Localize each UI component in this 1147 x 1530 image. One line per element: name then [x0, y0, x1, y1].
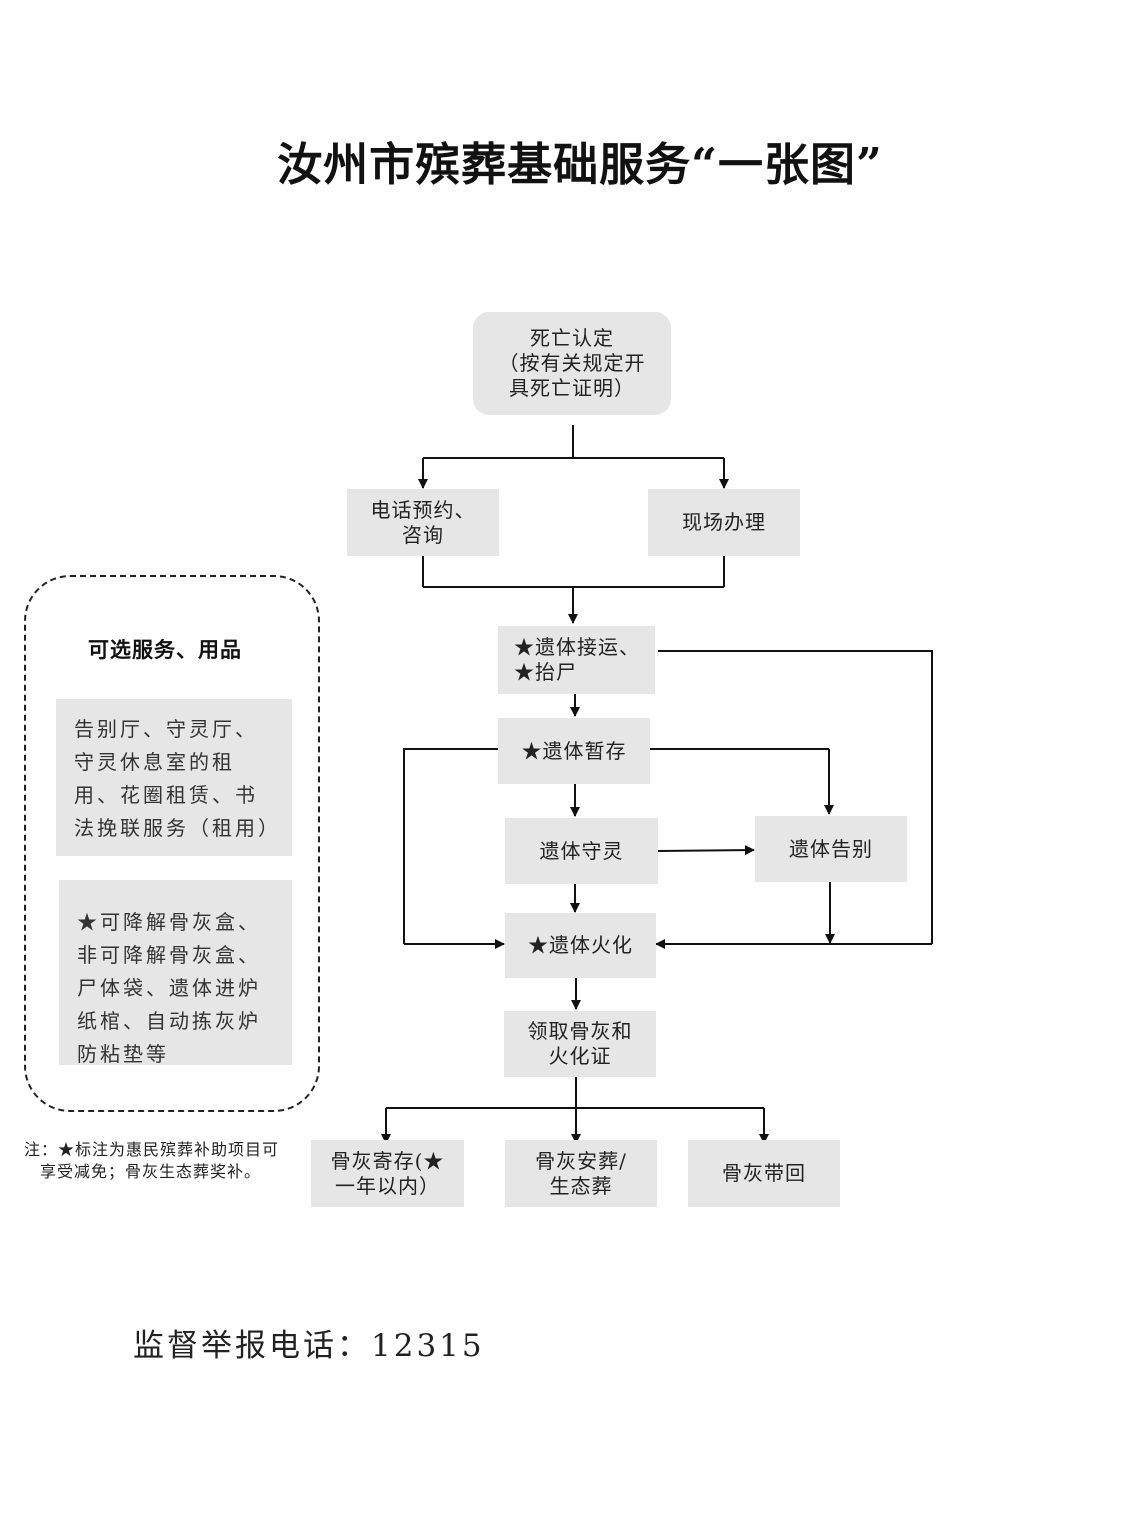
supervision-hotline: 监督举报电话：12315: [133, 1328, 485, 1364]
footnote-line-2: 享受减免；骨灰生态葬奖补。: [40, 1162, 262, 1181]
phone-booking-label: 电话预约、 咨询: [370, 497, 476, 547]
optional-services-rental: 告别厅、守灵厅、守灵休息室的租用、花圈租赁、书法挽联服务（租用）: [56, 699, 292, 856]
ashes-take-home-box: 骨灰带回: [688, 1140, 840, 1207]
ashes-deposit-label: 骨灰寄存(★ 一年以内）: [330, 1148, 445, 1198]
body-storage-label: ★遗体暂存: [521, 738, 627, 763]
death-certification-label: 死亡认定 （按有关规定开 具死亡证明）: [498, 326, 646, 400]
collect-ashes-box: 领取骨灰和 火化证: [504, 1011, 656, 1077]
optional-services-panel: [24, 575, 320, 1112]
footnote-line-1: 注：★标注为惠民殡葬补助项目可: [24, 1140, 280, 1159]
ashes-deposit-box: 骨灰寄存(★ 一年以内）: [311, 1140, 464, 1207]
body-vigil-label: 遗体守灵: [539, 838, 624, 863]
onsite-handling-box: 现场办理: [648, 489, 800, 556]
page-title: 汝州市殡葬基础服务“一张图”: [277, 138, 883, 191]
body-vigil-box: 遗体守灵: [505, 818, 658, 884]
body-storage-box: ★遗体暂存: [498, 718, 650, 784]
ashes-take-home-label: 骨灰带回: [722, 1161, 806, 1185]
death-certification-box: 死亡认定 （按有关规定开 具死亡证明）: [473, 312, 671, 415]
footnote: 注：★标注为惠民殡葬补助项目可 享受减免；骨灰生态葬奖补。: [24, 1139, 314, 1183]
cremation-label: ★遗体火化: [528, 933, 633, 957]
ashes-burial-label: 骨灰安葬/ 生态葬: [535, 1148, 627, 1198]
body-farewell-label: 遗体告别: [789, 836, 873, 861]
phone-booking-box: 电话预约、 咨询: [347, 489, 499, 556]
body-transport-box: ★遗体接运、 ★抬尸: [498, 626, 655, 694]
collect-ashes-label: 领取骨灰和 火化证: [527, 1019, 633, 1068]
optional-goods: ★可降解骨灰盒、非可降解骨灰盒、尸体袋、遗体进炉纸棺、自动拣灰炉防粘垫等: [59, 880, 292, 1066]
optional-services-heading: 可选服务、用品: [88, 637, 242, 662]
body-farewell-box: 遗体告别: [755, 816, 907, 882]
body-transport-label: ★遗体接运、 ★抬尸: [514, 635, 640, 684]
cremation-box: ★遗体火化: [505, 913, 656, 978]
ashes-burial-box: 骨灰安葬/ 生态葬: [505, 1140, 657, 1207]
onsite-handling-label: 现场办理: [682, 510, 766, 534]
